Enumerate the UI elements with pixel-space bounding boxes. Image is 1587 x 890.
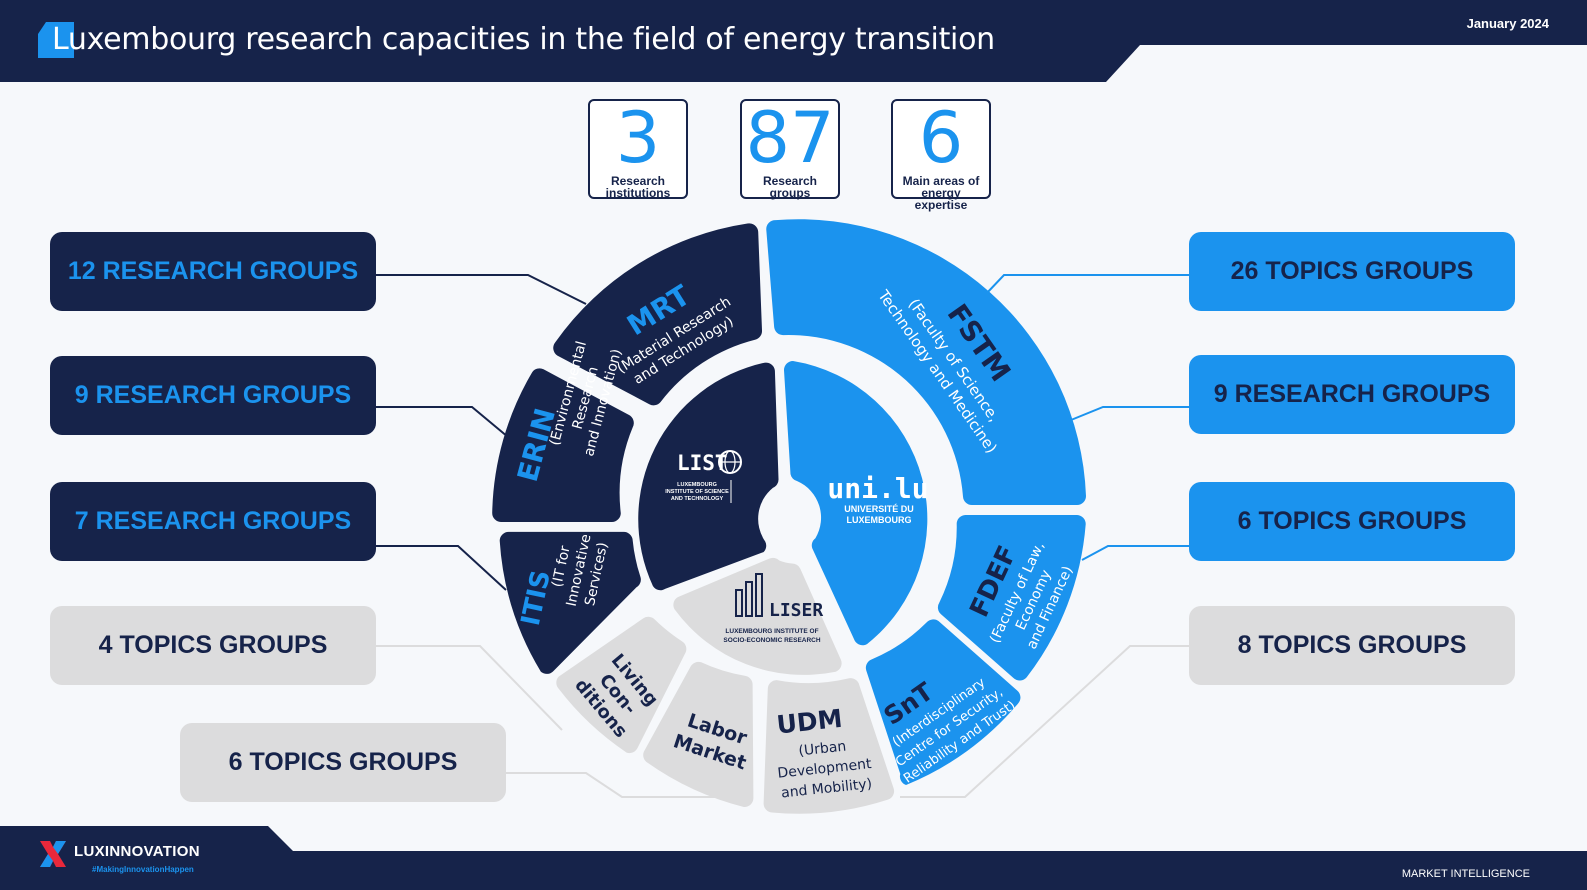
stat-label-line2: institutions: [605, 186, 671, 200]
stat-label-line1: Main areas of: [902, 174, 980, 188]
connector-living: [375, 645, 563, 731]
svg-text:UNIVERSITÉ DU: UNIVERSITÉ DU: [844, 504, 914, 514]
svg-text:LUXEMBOURG INSTITUTE OF: LUXEMBOURG INSTITUTE OF: [725, 628, 818, 635]
header-bar: [0, 0, 1587, 82]
connector-mrt: [375, 274, 587, 305]
header-accent-icon: [38, 22, 74, 58]
report-date: January 2024: [1466, 16, 1549, 31]
stat-value: 3: [615, 97, 661, 179]
connector-fdef: [1081, 545, 1190, 561]
luxinnovation-logo-icon: [40, 841, 66, 867]
segment-udm: [763, 678, 895, 814]
uni-lu-logo: uni.lu UNIVERSITÉ DU LUXEMBOURG: [827, 472, 928, 525]
box-labor-market-topics: 6 TOPICS GROUPS: [180, 723, 506, 802]
stat-value: 6: [918, 97, 964, 179]
connector-snt: [900, 645, 1190, 798]
segment-labor: [643, 661, 754, 808]
svg-text:SOCIO-ECONOMIC RESEARCH: SOCIO-ECONOMIC RESEARCH: [723, 637, 820, 644]
page-title: Luxembourg research capacities in the fi…: [52, 22, 995, 57]
footer-brand: LUXINNOVATION: [74, 843, 200, 860]
segment-snt: [865, 619, 1021, 785]
box-fstm-research-groups: 9 RESEARCH GROUPS: [1189, 355, 1515, 434]
box-fdef-topics: 6 TOPICS GROUPS: [1189, 482, 1515, 561]
footer-tagline: #MakingInnovationHappen: [92, 865, 194, 874]
svg-text:LUXEMBOURG: LUXEMBOURG: [847, 515, 912, 525]
stat-label-line2: groups: [769, 186, 811, 200]
list-logo: LIST LUXEMBOURG INSTITUTE OF SCIENCE AND…: [665, 450, 742, 503]
stat-research-institutions: 3 Research institutions: [588, 99, 688, 199]
box-mrt-research-groups: 12 RESEARCH GROUPS: [50, 232, 376, 311]
connector-erin: [375, 406, 509, 438]
svg-text:INSTITUTE OF SCIENCE: INSTITUTE OF SCIENCE: [665, 489, 729, 495]
box-erin-research-groups: 9 RESEARCH GROUPS: [50, 356, 376, 435]
box-itis-research-groups: 7 RESEARCH GROUPS: [50, 482, 376, 561]
core-uni: [783, 361, 928, 646]
svg-text:UDM: UDM: [775, 704, 844, 740]
segment-fdef: [937, 515, 1086, 681]
segment-erin: [492, 368, 634, 522]
connector-labor: [505, 772, 748, 798]
segment-itis: [499, 531, 641, 674]
core-list: [638, 362, 779, 591]
box-udm-snt-topics: 8 TOPICS GROUPS: [1189, 606, 1515, 685]
liser-logo: LISER LUXEMBOURG INSTITUTE OF SOCIO-ECON…: [723, 573, 823, 644]
stat-label-line1: Research: [610, 174, 666, 188]
connector-itis: [375, 545, 507, 591]
stat-areas-of-expertise: 6 Main areas of energy expertise: [891, 97, 991, 211]
segment-mrt: [553, 223, 763, 406]
box-fstm-topics: 26 TOPICS GROUPS: [1189, 232, 1515, 311]
segment-living: [556, 616, 687, 754]
stat-research-groups: 87 Research groups: [740, 99, 840, 199]
footer-section-label: MARKET INTELLIGENCE: [1401, 868, 1530, 880]
svg-text:(Urban: (Urban: [798, 739, 847, 760]
connector-fstm-2: [1070, 406, 1190, 421]
segment-fstm: [766, 219, 1086, 505]
svg-text:uni.lu: uni.lu: [827, 472, 928, 505]
svg-text:LUXEMBOURG: LUXEMBOURG: [677, 482, 717, 488]
stat-value: 87: [745, 97, 835, 179]
stat-label-line1: Research: [762, 174, 818, 188]
connector-fstm: [985, 274, 1190, 295]
stat-label-line2: energy expertise: [914, 186, 968, 212]
box-living-conditions-topics: 4 TOPICS GROUPS: [50, 606, 376, 685]
svg-text:LISER: LISER: [769, 600, 823, 621]
svg-text:AND TECHNOLOGY: AND TECHNOLOGY: [671, 496, 724, 502]
